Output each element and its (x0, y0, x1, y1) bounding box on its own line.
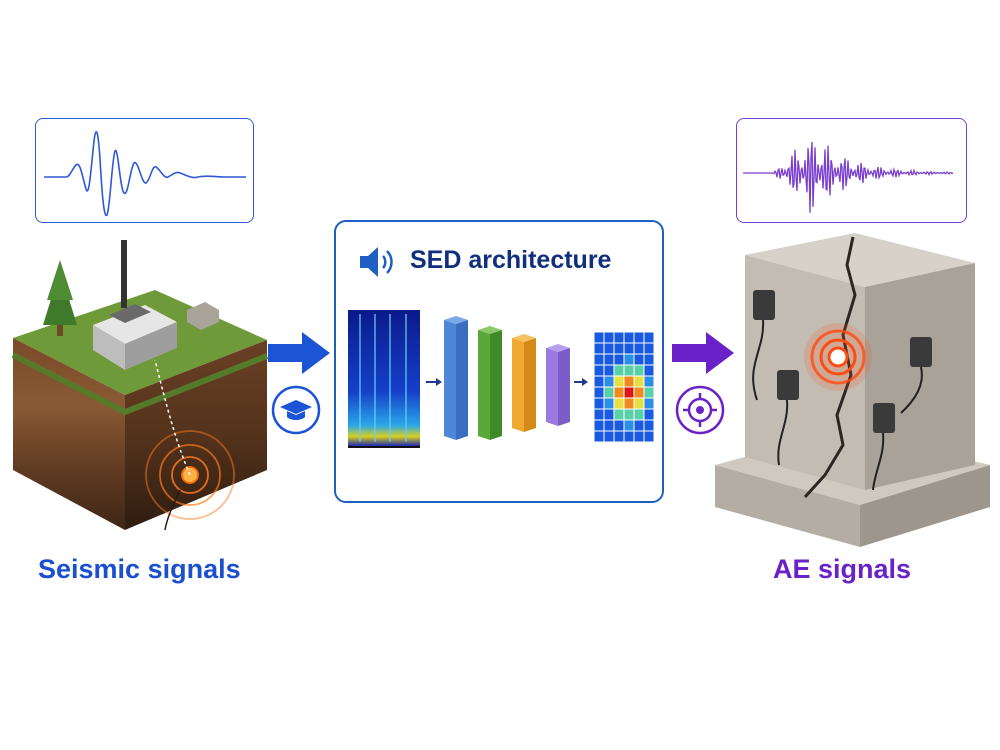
heatmap-cell (643, 364, 655, 377)
speaker-icon (360, 247, 393, 277)
ae-waveform (743, 141, 954, 213)
heatmap-cell (633, 386, 645, 399)
arrow-right-icon (426, 378, 442, 386)
arrow-right-icon (574, 378, 588, 386)
heatmap-cell (623, 375, 635, 388)
rock (187, 302, 219, 330)
output-heatmap (593, 331, 655, 443)
heatmap-cell (623, 353, 635, 366)
heatmap-cell (593, 419, 605, 432)
heatmap-cell (643, 419, 655, 432)
soil-front (13, 338, 125, 530)
heatmap-cell (603, 353, 615, 366)
heatmap-cell (603, 397, 615, 410)
heatmap-cell (613, 419, 625, 432)
seismic-waveform (44, 130, 246, 217)
heatmap-cell (643, 375, 655, 388)
heatmap-cell (643, 342, 655, 355)
heatmap-cell (643, 386, 655, 399)
cnn-layer-orange (512, 334, 536, 432)
heatmap-cell (643, 397, 655, 410)
heatmap-cell (593, 364, 605, 377)
heatmap-cell (623, 430, 635, 443)
heatmap-cell (593, 342, 605, 355)
heatmap-cell (603, 364, 615, 377)
ae-sensor-2 (777, 370, 799, 466)
seismic-station-ground-block (11, 240, 269, 531)
seismic-waveform-box (35, 118, 254, 223)
heatmap-cell (623, 386, 635, 399)
heatmap-cell (643, 430, 655, 443)
seismic-signals-label: Seismic signals (38, 554, 241, 584)
heatmap-cell (593, 397, 605, 410)
heatmap-cell (603, 386, 615, 399)
cnn-layer-green (478, 326, 502, 440)
ae-signals-label: AE signals (773, 554, 912, 584)
heatmap-cell (603, 408, 615, 421)
heatmap-cell (633, 397, 645, 410)
heatmap-cell (613, 331, 625, 344)
graduation-cap-icon (271, 385, 321, 435)
heatmap-cell (593, 408, 605, 421)
heatmap-cell (593, 430, 605, 443)
heatmap-cell (633, 419, 645, 432)
heatmap-cell (613, 342, 625, 355)
heatmap-cell (623, 331, 635, 344)
heatmap-cell (623, 342, 635, 355)
heatmap-cell (593, 375, 605, 388)
heatmap-cell (603, 375, 615, 388)
heatmap-cell (603, 331, 615, 344)
seismic-wave-rings (145, 430, 235, 520)
heatmap-cell (613, 397, 625, 410)
ae-sensor-4 (872, 403, 895, 491)
arrow-right-icon (672, 332, 734, 374)
heatmap-cell (623, 419, 635, 432)
heatmap-cell (593, 353, 605, 366)
ae-source-rings (804, 323, 872, 391)
arrow-right-icon (268, 332, 330, 374)
heatmap-cell (643, 353, 655, 366)
cnn-layer-purple (546, 344, 570, 426)
heatmap-cell (633, 331, 645, 344)
heatmap-cell (633, 375, 645, 388)
panel-title: SED architecture (410, 246, 612, 274)
heatmap-cell (593, 331, 605, 344)
seismometer-station (93, 240, 177, 370)
heatmap-cell (643, 331, 655, 344)
spectrogram (348, 310, 420, 448)
tree-icon (43, 260, 77, 336)
heatmap-cell (633, 353, 645, 366)
sed-architecture-panel: SED architecture (334, 220, 664, 503)
heatmap-cell (613, 386, 625, 399)
heatmap-cell (613, 408, 625, 421)
cnn-layer-blue (444, 316, 468, 440)
heatmap-cell (613, 430, 625, 443)
ae-sensor-3 (900, 337, 932, 414)
ae-sensor-1 (752, 290, 775, 401)
concrete-wall-with-sensors (715, 233, 990, 547)
heatmap-cell (623, 364, 635, 377)
heatmap-cell (623, 408, 635, 421)
target-icon (675, 385, 725, 435)
heatmap-cell (643, 408, 655, 421)
heatmap-cell (633, 430, 645, 443)
heatmap-cell (633, 364, 645, 377)
ae-waveform-box (736, 118, 967, 223)
heatmap-cell (613, 375, 625, 388)
heatmap-cell (623, 397, 635, 410)
heatmap-cell (603, 430, 615, 443)
heatmap-cell (633, 342, 645, 355)
heatmap-cell (613, 364, 625, 377)
heatmap-cell (603, 419, 615, 432)
network-architecture (348, 310, 655, 448)
heatmap-cell (603, 342, 615, 355)
heatmap-cell (593, 386, 605, 399)
heatmap-cell (633, 408, 645, 421)
heatmap-cell (613, 353, 625, 366)
